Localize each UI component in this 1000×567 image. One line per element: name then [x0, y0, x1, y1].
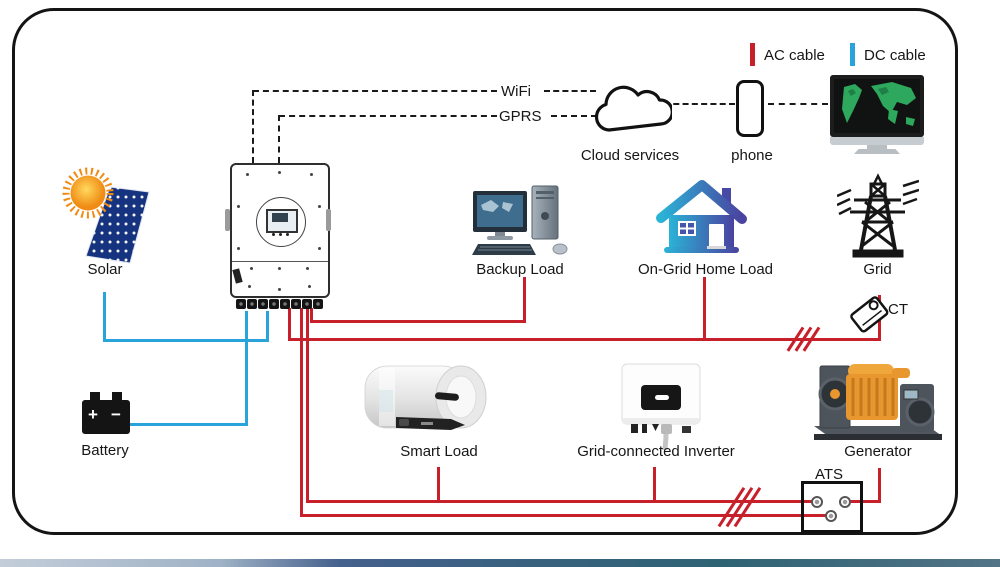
inverter-switch [232, 268, 243, 284]
wifi-dashed-drop [252, 90, 254, 163]
ats-terminal [811, 496, 823, 508]
dc-cable-legend-label: DC cable [864, 47, 926, 64]
ac-wire-house-drop [703, 277, 706, 341]
grid-tower-icon [837, 173, 919, 258]
inverter-connector [313, 299, 323, 309]
diagram-border [12, 8, 958, 535]
gprs-label: GPRS [499, 108, 542, 125]
bottom-accent-bar [0, 559, 1000, 567]
ongrid-home-load-icon [656, 180, 747, 253]
dc-wire-solar-run [103, 339, 269, 342]
ct-label: CT [888, 301, 908, 318]
ac-wire-smartload-drop [437, 467, 440, 503]
ct-sensor-icon [850, 296, 889, 333]
ac-wire-gci-drop [653, 467, 656, 503]
inverter-connector [302, 299, 312, 309]
backup-load-label: Backup Load [476, 261, 564, 278]
ac-cable-legend-swatch [750, 43, 755, 66]
ac-wire-backup-run [310, 320, 526, 323]
battery-post [112, 392, 122, 401]
generator-label: Generator [844, 443, 912, 460]
ac-wire-ats-lower-run [300, 514, 832, 517]
battery-label: Battery [81, 442, 129, 459]
monitor-base [854, 149, 900, 154]
battery-post [90, 392, 100, 401]
ac-wire-ats-lower-riser [300, 308, 303, 517]
dc-cable-legend-swatch [850, 43, 855, 66]
inverter-display-ring [256, 197, 306, 247]
battery-icon: + − [82, 392, 134, 438]
ac-wire-ats-upper-riser [306, 308, 309, 503]
ats-terminal [839, 496, 851, 508]
wifi-dashed-line [253, 90, 497, 92]
cloud-phone-dashed-line [664, 103, 735, 105]
inverter-mount-tab [225, 209, 230, 231]
inverter-connector [280, 299, 290, 309]
monitor-stand [867, 145, 887, 149]
ac-wire-ats-upper-run [306, 500, 818, 503]
backup-load-icon [472, 185, 568, 255]
ongrid-home-load-label: On-Grid Home Load [637, 261, 774, 278]
ac-wire-grid-run [288, 338, 881, 341]
solar-label: Solar [87, 261, 123, 278]
dc-wire-battery-run [128, 423, 248, 426]
inverter-connector [258, 299, 268, 309]
solar-panel-icon [62, 167, 150, 264]
monitor-chin [830, 137, 924, 145]
ac-wire-generator-drop [878, 468, 881, 503]
grid-connected-inverter-icon [621, 363, 701, 451]
wifi-label: WiFi [501, 83, 531, 100]
ac-wire-backup-drop [523, 277, 526, 323]
ac-cable-legend-label: AC cable [764, 47, 825, 64]
inverter-connector [291, 299, 301, 309]
gprs-dashed-line [279, 115, 497, 117]
inverter-mount-tab [326, 209, 331, 231]
cloud-icon [594, 85, 672, 132]
grid-label: Grid [863, 261, 892, 278]
dc-wire-solar-drop [103, 292, 106, 342]
battery-plus-sign: + [88, 405, 98, 424]
gprs-dashed-line-to-cloud [551, 115, 597, 117]
inverter-connector [247, 299, 257, 309]
dc-wire-battery-riser [245, 311, 248, 426]
generator-icon [814, 364, 942, 440]
inverter-connector [236, 299, 246, 309]
inverter-body [230, 163, 330, 298]
dc-wire-solar-riser [266, 311, 269, 342]
phone-icon [736, 80, 764, 137]
inverter-connector [269, 299, 279, 309]
smart-load-icon [364, 365, 487, 430]
ats-label: ATS [814, 466, 844, 483]
ac-wire-grid-stub [288, 308, 291, 341]
cloud-label: Cloud services [580, 147, 680, 164]
ats-terminal [825, 510, 837, 522]
phone-label: phone [731, 147, 773, 164]
wifi-dashed-line-to-cloud [544, 90, 596, 92]
monitor-icon [830, 75, 924, 154]
hybrid-inverter-icon [225, 161, 331, 309]
ac-wire-backup-stub [310, 308, 313, 323]
battery-body: + − [82, 400, 130, 434]
smart-load-label: Smart Load [400, 443, 478, 460]
grid-connected-inverter-label: Grid-connected Inverter [577, 443, 735, 460]
phone-monitor-dashed-line [768, 103, 828, 105]
ats-box [801, 481, 863, 533]
inverter-panel-seam [232, 261, 328, 262]
inverter-display [266, 209, 298, 233]
gprs-dashed-drop [278, 115, 280, 163]
battery-minus-sign: − [111, 405, 121, 424]
world-map-screen [834, 79, 920, 133]
